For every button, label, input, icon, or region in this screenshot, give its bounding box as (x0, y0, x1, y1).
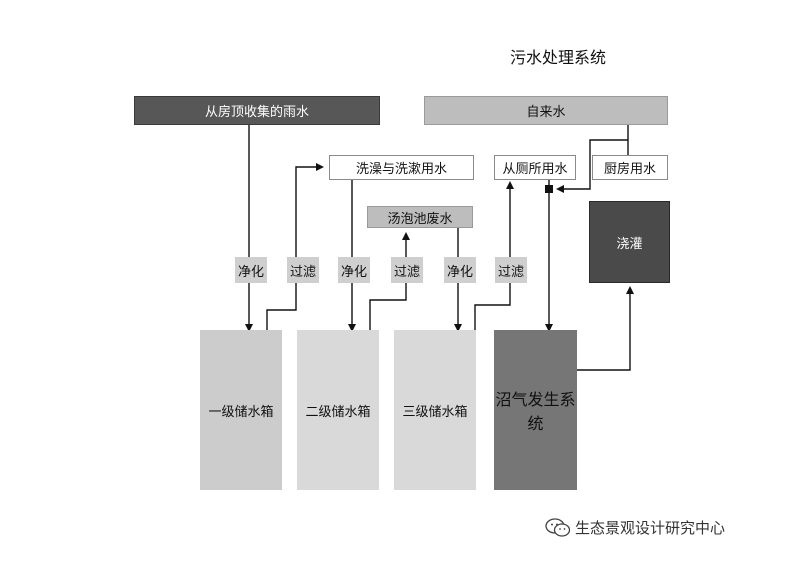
tank-level-2: 二级储水箱 (297, 330, 379, 490)
watermark: 生态景观设计研究中心 (545, 517, 725, 538)
filter-step-3: 过滤 (495, 257, 527, 283)
irrigation: 浇灌 (589, 201, 670, 283)
wash-water: 洗澡与洗漱用水 (329, 155, 474, 180)
page-title: 污水处理系统 (510, 48, 607, 67)
biogas-system: 沼气发生系统 (494, 330, 577, 490)
purify-step-1: 净化 (235, 257, 267, 283)
purify-step-2: 净化 (338, 257, 370, 283)
watermark-text: 生态景观设计研究中心 (575, 519, 726, 537)
tank-level-1: 一级储水箱 (200, 330, 282, 490)
kitchen-water: 厨房用水 (592, 155, 668, 180)
filter-step-1: 过滤 (287, 257, 319, 283)
bath-wastewater: 汤泡池废水 (367, 206, 473, 228)
purify-step-3: 净化 (444, 257, 476, 283)
tap-water-source: 自来水 (424, 96, 668, 125)
filter-step-2: 过滤 (391, 257, 423, 283)
rainwater-source: 从房顶收集的雨水 (134, 96, 380, 125)
toilet-water: 从厕所用水 (494, 155, 576, 180)
wechat-icon (545, 517, 571, 538)
tank-level-3: 三级储水箱 (394, 330, 476, 490)
